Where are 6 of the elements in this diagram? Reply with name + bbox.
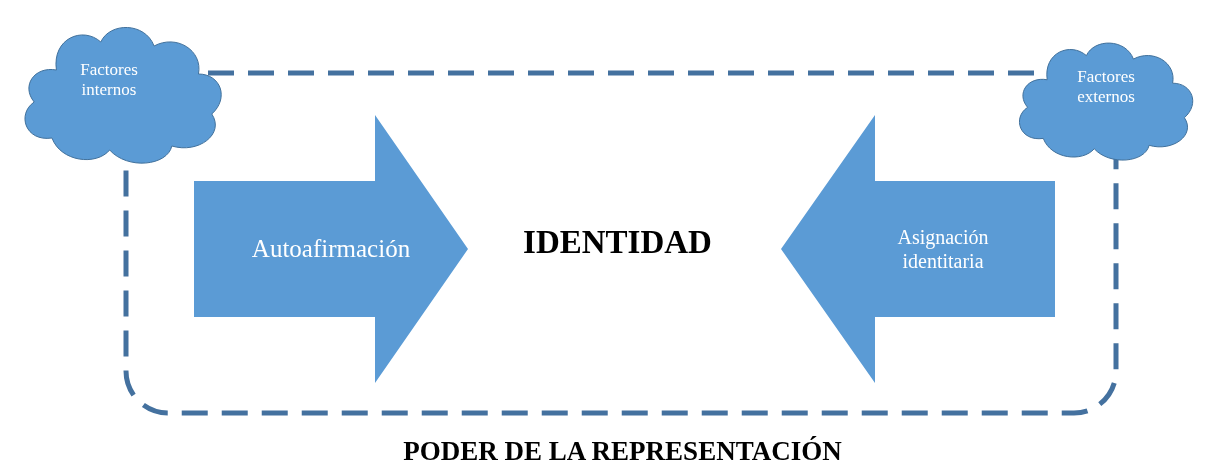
cloud-label: Factores externos (1076, 66, 1136, 108)
center-title: IDENTIDAD (523, 223, 712, 263)
frame-title: PODER DE LA REPRESENTACIÓN (402, 436, 843, 467)
arrow-label: Asignación identitaria (896, 225, 990, 273)
arrow-label: Autoafirmación (251, 234, 411, 264)
cloud-label: Factores internos (79, 59, 139, 101)
